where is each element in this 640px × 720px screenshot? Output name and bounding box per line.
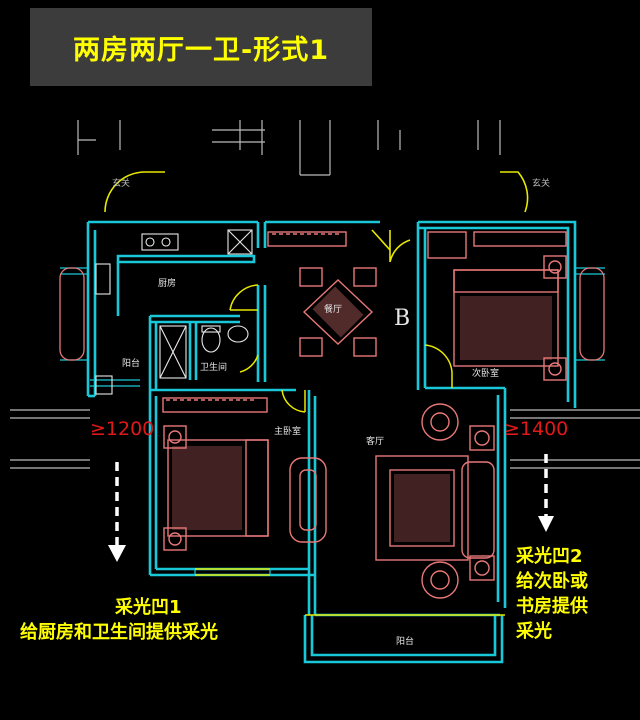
room-label-entrance-left: 玄关 [112, 179, 131, 189]
room-label-balcony-side: 阳台 [122, 359, 141, 369]
note-right-line2: 给次卧或 [516, 571, 588, 592]
room-label-second-bedroom: 次卧室 [472, 369, 500, 379]
interior-doors [195, 284, 505, 616]
room-label-bathroom: 卫生间 [200, 363, 228, 373]
arrow-heads [108, 516, 554, 562]
dimension-right: ≥1400 [504, 418, 569, 440]
kitchen-fixtures [95, 229, 253, 395]
unit-letter: B [394, 306, 411, 331]
page-title: 两房两厅一卫-形式1 [73, 34, 329, 66]
dimension-left: ≥1200 [90, 418, 155, 440]
side-rails [59, 267, 605, 361]
neighbour-walls [10, 120, 640, 469]
note-right-line3: 书房提供 [516, 596, 588, 617]
furniture [162, 231, 567, 599]
furniture-pattern [172, 286, 552, 542]
title-banner: 两房两厅一卫-形式1 [30, 8, 372, 86]
light-arrows [115, 454, 548, 545]
room-label-kitchen: 厨房 [158, 279, 177, 289]
note-left-body: 给厨房和卫生间提供采光 [20, 622, 218, 643]
note-left-title: 采光凹1 [115, 597, 182, 618]
room-label-balcony-front: 阳台 [396, 637, 415, 647]
room-label-master-bedroom: 主卧室 [274, 427, 302, 437]
room-label-entrance-right: 玄关 [532, 179, 551, 189]
note-right-line1: 采光凹2 [516, 546, 583, 567]
walls [86, 220, 577, 664]
entrance-doors [104, 171, 529, 263]
note-right-line4: 采光 [516, 621, 552, 642]
room-label-living: 客厅 [366, 437, 385, 447]
room-label-dining: 餐厅 [324, 305, 343, 315]
